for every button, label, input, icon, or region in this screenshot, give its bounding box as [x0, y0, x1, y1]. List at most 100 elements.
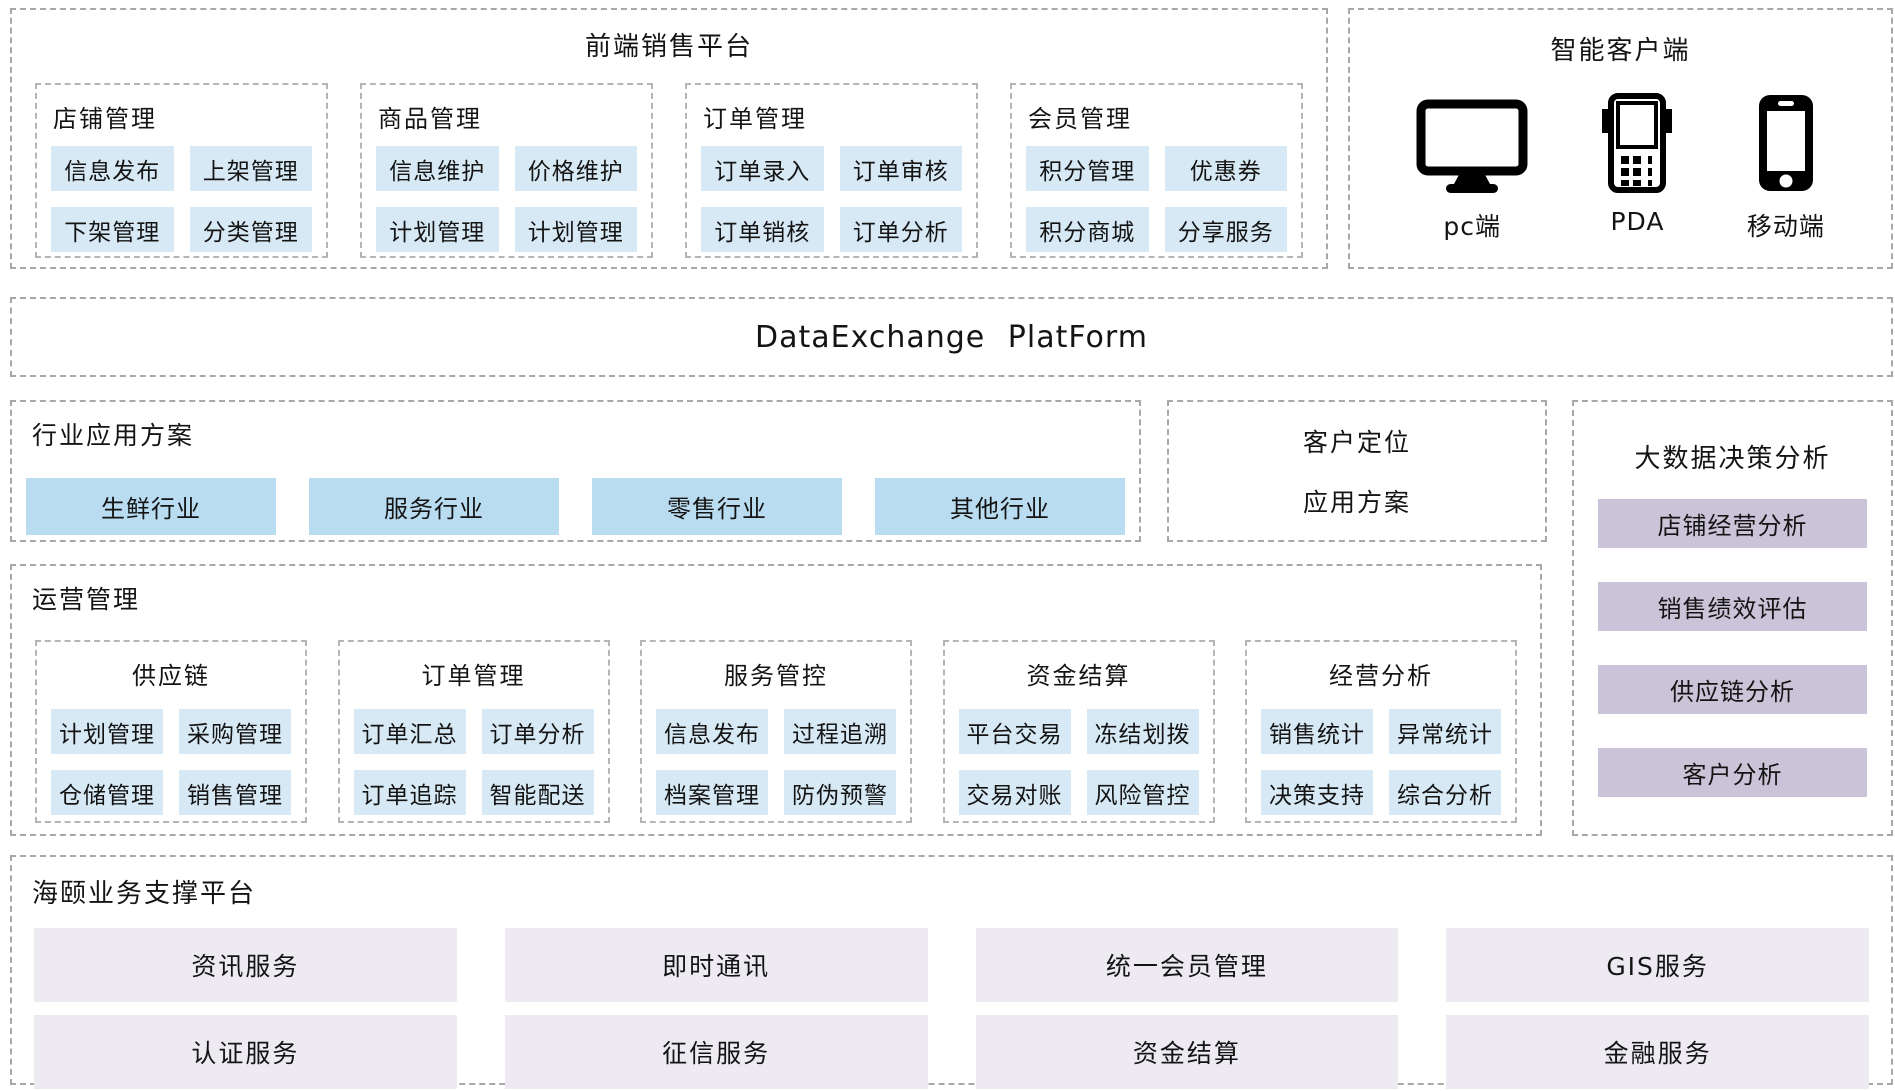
feature-chip: 订单销核 [701, 207, 824, 252]
group-order-management-title: 订单管理 [703, 105, 807, 133]
industry-chip: 生鲜行业 [26, 478, 276, 535]
feature-chip: 交易对账 [958, 770, 1071, 815]
feature-chip: 信息发布 [51, 146, 174, 191]
feature-chip: 计划管理 [51, 709, 163, 754]
support-service: 资金结算 [975, 1015, 1399, 1089]
feature-chip: 下架管理 [51, 207, 174, 252]
group-ops-order-management-title: 订单管理 [421, 662, 526, 690]
feature-chip: 仓储管理 [51, 770, 163, 815]
bigdata-panel-title: 大数据决策分析 [1634, 444, 1831, 474]
feature-chip: 风险管控 [1086, 770, 1199, 815]
feature-chip: 订单追踪 [353, 770, 466, 815]
client-devices-row: pc端 PDA [1350, 93, 1891, 243]
industry-chip: 其他行业 [875, 478, 1125, 535]
support-service: 即时通讯 [504, 928, 928, 1002]
device-pda-label: PDA [1610, 207, 1665, 236]
customer-positioning-panel: 客户定位 应用方案 [1167, 400, 1547, 542]
data-exchange-platform-bar: DataExchange PlatForm [10, 297, 1893, 377]
device-mobile: 移动端 [1747, 93, 1825, 243]
group-order-management: 订单管理 订单录入 订单审核 订单销核 订单分析 [685, 83, 978, 258]
group-fund-settlement-grid: 平台交易 冻结划拨 交易对账 风险管控 [958, 709, 1199, 815]
feature-chip: 订单录入 [701, 146, 824, 191]
feature-chip: 信息维护 [376, 146, 499, 191]
group-fund-settlement: 资金结算 平台交易 冻结划拨 交易对账 风险管控 [942, 640, 1215, 823]
feature-chip: 订单分析 [481, 709, 594, 754]
feature-chip: 价格维护 [514, 146, 637, 191]
group-shop-management-title: 店铺管理 [53, 105, 157, 133]
bigdata-item: 供应链分析 [1598, 665, 1867, 714]
group-business-analysis-grid: 销售统计 异常统计 决策支持 综合分析 [1261, 709, 1501, 815]
feature-chip: 综合分析 [1389, 770, 1501, 815]
group-supply-chain-grid: 计划管理 采购管理 仓储管理 销售管理 [51, 709, 291, 815]
smart-client-panel: 智能客户端 pc端 [1348, 8, 1893, 269]
bigdata-item: 客户分析 [1598, 748, 1867, 797]
bigdata-items-list: 店铺经营分析 销售绩效评估 供应链分析 客户分析 [1574, 499, 1891, 797]
pda-terminal-icon [1600, 93, 1674, 193]
support-panel-title: 海颐业务支撑平台 [32, 879, 257, 909]
bigdata-item: 店铺经营分析 [1598, 499, 1867, 548]
device-pda: PDA [1600, 93, 1674, 243]
group-fund-settlement-title: 资金结算 [1026, 662, 1131, 690]
smart-client-title: 智能客户端 [1550, 36, 1691, 66]
bigdata-analysis-panel: 大数据决策分析 店铺经营分析 销售绩效评估 供应链分析 客户分析 [1572, 400, 1893, 836]
feature-chip: 智能配送 [481, 770, 594, 815]
group-member-management: 会员管理 积分管理 优惠券 积分商城 分享服务 [1010, 83, 1303, 258]
group-member-management-title: 会员管理 [1028, 105, 1132, 133]
group-service-control-grid: 信息发布 过程追溯 档案管理 防伪预警 [656, 709, 896, 815]
feature-chip: 销售管理 [179, 770, 291, 815]
feature-chip: 订单审核 [839, 146, 962, 191]
feature-chip: 异常统计 [1389, 709, 1501, 754]
device-pc-label: pc端 [1443, 212, 1501, 241]
industry-solutions-panel: 行业应用方案 生鲜行业 服务行业 零售行业 其他行业 [10, 400, 1141, 542]
operations-groups-row: 供应链 计划管理 采购管理 仓储管理 销售管理 订单管理 订单汇总 订单分析 订… [12, 640, 1540, 823]
device-pc: pc端 [1416, 93, 1528, 243]
frontend-sales-platform-panel: 前端销售平台 店铺管理 信息发布 上架管理 下架管理 分类管理 商品管理 信息维… [10, 8, 1328, 269]
customer-positioning-line2: 应用方案 [1302, 488, 1411, 517]
feature-chip: 决策支持 [1261, 770, 1373, 815]
group-order-management-grid: 订单录入 订单审核 订单销核 订单分析 [701, 146, 962, 252]
customer-positioning-line1: 客户定位 [1302, 428, 1411, 457]
group-business-analysis-title: 经营分析 [1329, 662, 1433, 690]
group-service-control: 服务管控 信息发布 过程追溯 档案管理 防伪预警 [640, 640, 912, 823]
feature-chip: 订单汇总 [353, 709, 466, 754]
data-exchange-title: DataExchange PlatForm [755, 319, 1148, 355]
industry-chip: 服务行业 [309, 478, 559, 535]
smartphone-icon [1755, 93, 1817, 193]
industry-panel-title: 行业应用方案 [32, 421, 195, 450]
frontend-panel-title: 前端销售平台 [584, 32, 753, 62]
support-service: GIS服务 [1446, 928, 1869, 1002]
support-service: 统一会员管理 [975, 928, 1399, 1002]
operations-panel-title: 运营管理 [32, 585, 141, 614]
feature-chip: 计划管理 [514, 207, 637, 252]
feature-chip: 优惠券 [1164, 146, 1287, 191]
feature-chip: 过程追溯 [784, 709, 896, 754]
group-product-management-title: 商品管理 [378, 105, 482, 133]
feature-chip: 防伪预警 [784, 770, 896, 815]
feature-chip: 积分商城 [1026, 207, 1149, 252]
support-service: 资讯服务 [34, 928, 457, 1002]
feature-chip: 冻结划拨 [1086, 709, 1199, 754]
support-service: 金融服务 [1446, 1015, 1869, 1089]
feature-chip: 分类管理 [189, 207, 312, 252]
feature-chip: 上架管理 [189, 146, 312, 191]
feature-chip: 分享服务 [1164, 207, 1287, 252]
group-ops-order-management: 订单管理 订单汇总 订单分析 订单追踪 智能配送 [337, 640, 610, 823]
feature-chip: 销售统计 [1261, 709, 1373, 754]
group-product-management-grid: 信息维护 价格维护 计划管理 计划管理 [376, 146, 637, 252]
group-member-management-grid: 积分管理 优惠券 积分商城 分享服务 [1026, 146, 1287, 252]
group-supply-chain: 供应链 计划管理 采购管理 仓储管理 销售管理 [35, 640, 307, 823]
feature-chip: 计划管理 [376, 207, 499, 252]
feature-chip: 信息发布 [656, 709, 768, 754]
feature-chip: 积分管理 [1026, 146, 1149, 191]
device-mobile-label: 移动端 [1746, 212, 1825, 241]
industry-chip: 零售行业 [592, 478, 842, 535]
bigdata-item: 销售绩效评估 [1598, 582, 1867, 631]
feature-chip: 平台交易 [958, 709, 1071, 754]
feature-chip: 订单分析 [839, 207, 962, 252]
support-service: 征信服务 [504, 1015, 928, 1089]
feature-chip: 档案管理 [656, 770, 768, 815]
group-ops-order-management-grid: 订单汇总 订单分析 订单追踪 智能配送 [353, 709, 594, 815]
feature-chip: 采购管理 [179, 709, 291, 754]
group-shop-management-grid: 信息发布 上架管理 下架管理 分类管理 [51, 146, 312, 252]
operations-management-panel: 运营管理 供应链 计划管理 采购管理 仓储管理 销售管理 订单管理 订单汇总 订… [10, 564, 1542, 836]
